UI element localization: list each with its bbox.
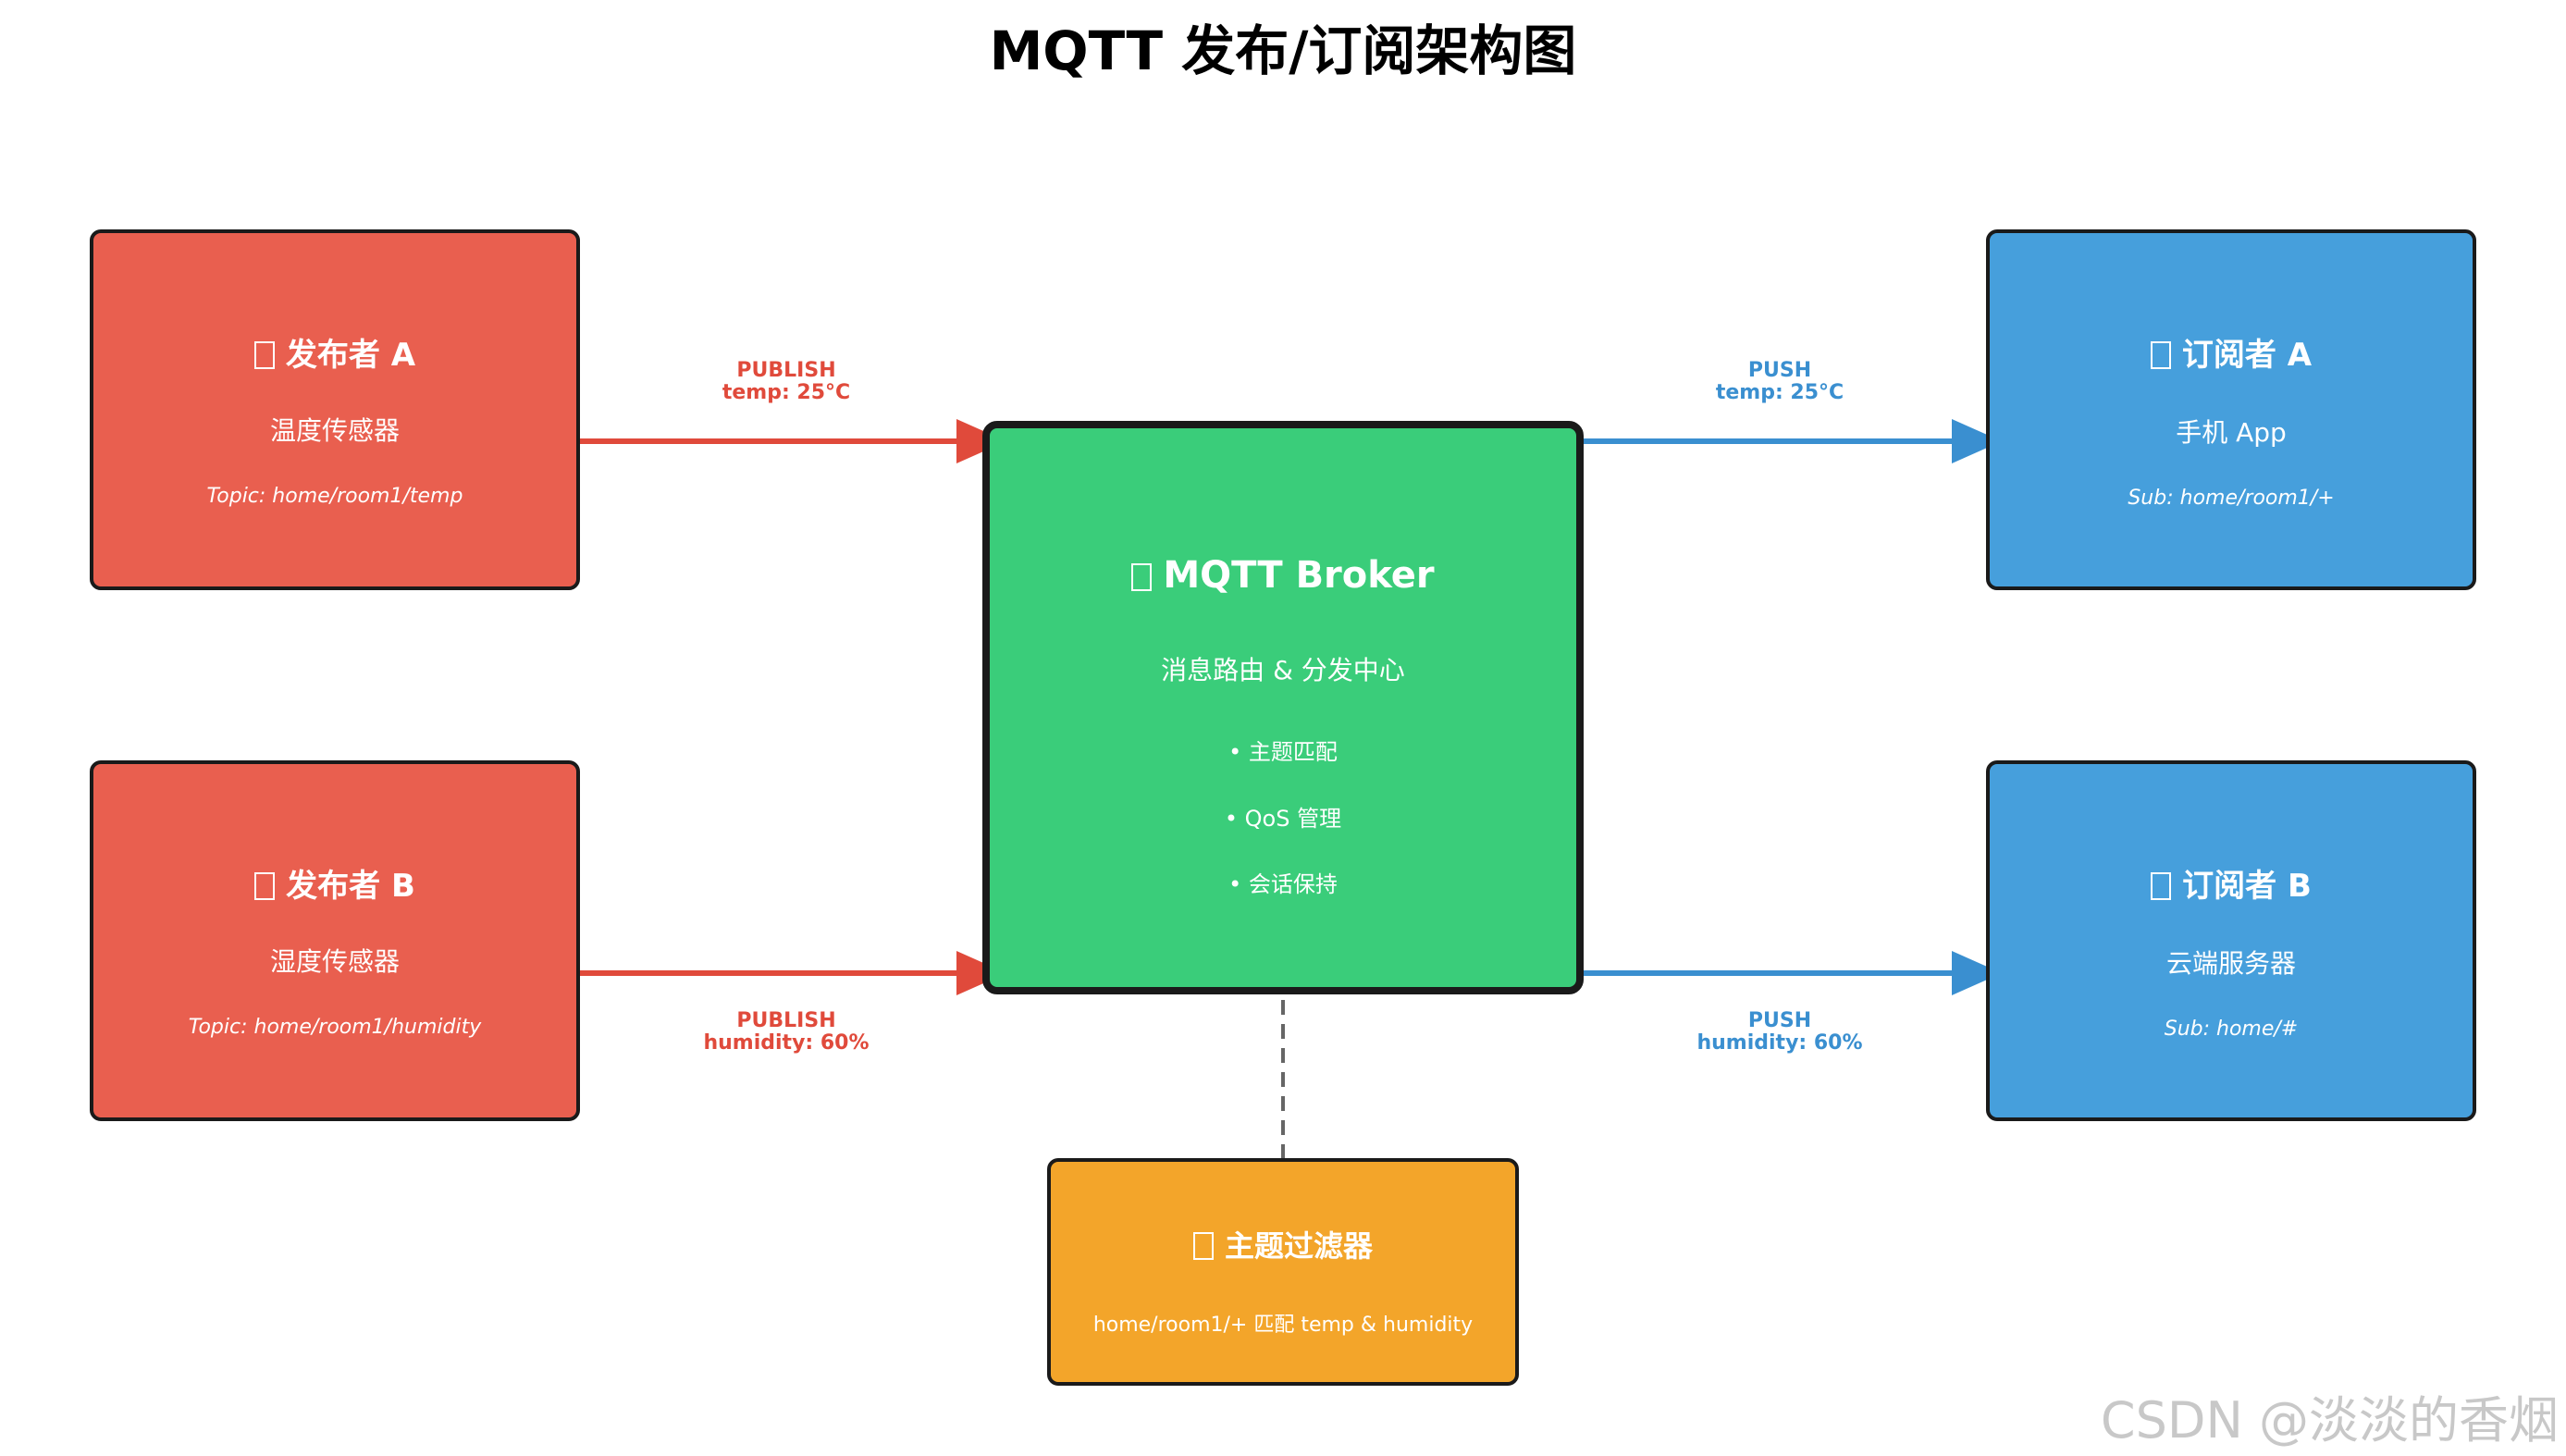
- subscriber-b-name: 订阅者 B: [2182, 868, 2312, 905]
- filter-rule: home/room1/+ 匹配 temp & humidity: [1092, 1314, 1474, 1337]
- edge-label-publish-a: PUBLISH temp: 25°C: [648, 360, 925, 404]
- subscriber-a-device: 手机 App: [2176, 417, 2287, 448]
- subscriber-b-device: 云端服务器: [2165, 948, 2296, 979]
- publisher-b-name: 发布者 B: [286, 868, 415, 905]
- edge-label-push-b: PUSH humidity: 60%: [1641, 1010, 1918, 1055]
- subscriber-b-icon: [2151, 872, 2172, 900]
- edge-label-push-b-action: PUSH: [1747, 1009, 1812, 1032]
- publisher-b-icon: [254, 872, 276, 900]
- broker-feature-topic-match: • 主题匹配: [1228, 739, 1338, 765]
- edge-label-publish-b: PUBLISH humidity: 60%: [648, 1010, 925, 1055]
- broker-name: MQTT Broker: [1163, 554, 1435, 597]
- subscriber-b-topic: Sub: home/#: [2164, 1018, 2299, 1041]
- publisher-b-device: 湿度传感器: [269, 946, 400, 977]
- edge-label-push-b-payload: humidity: 60%: [1696, 1031, 1863, 1055]
- edge-label-publish-b-payload: humidity: 60%: [703, 1031, 870, 1055]
- edge-label-publish-b-action: PUBLISH: [736, 1009, 836, 1032]
- publisher-a-node: 发布者 A 温度传感器 Topic: home/room1/temp: [90, 229, 580, 590]
- publisher-b-topic: Topic: home/room1/humidity: [188, 1016, 482, 1039]
- subscriber-a-name: 订阅者 A: [2181, 337, 2313, 374]
- publisher-a-topic: Topic: home/room1/temp: [206, 485, 463, 508]
- edge-label-push-a-action: PUSH: [1747, 359, 1812, 382]
- broker-feature-session: • 会话保持: [1228, 871, 1338, 897]
- edge-label-publish-a-payload: temp: 25°C: [722, 381, 851, 404]
- publisher-b-node: 发布者 B 湿度传感器 Topic: home/room1/humidity: [90, 760, 580, 1121]
- subscriber-b-node: 订阅者 B 云端服务器 Sub: home/#: [1986, 760, 2476, 1121]
- edge-label-publish-a-action: PUBLISH: [736, 359, 836, 382]
- edge-label-push-a: PUSH temp: 25°C: [1641, 360, 1918, 404]
- subscriber-a-icon: [2150, 341, 2171, 369]
- topic-filter-node: 主题过滤器 home/room1/+ 匹配 temp & humidity: [1047, 1158, 1519, 1386]
- broker-node: MQTT Broker 消息路由 & 分发中心 • 主题匹配 • QoS 管理 …: [982, 421, 1584, 994]
- subscriber-a-node: 订阅者 A 手机 App Sub: home/room1/+: [1986, 229, 2476, 590]
- publisher-a-name: 发布者 A: [285, 337, 416, 374]
- broker-subtitle: 消息路由 & 分发中心: [1161, 655, 1405, 685]
- filter-icon: [1192, 1232, 1214, 1260]
- broker-feature-qos: • QoS 管理: [1224, 806, 1342, 832]
- publisher-a-device: 温度传感器: [269, 415, 400, 446]
- diagram-title: MQTT 发布/订阅架构图: [989, 19, 1577, 82]
- subscriber-a-topic: Sub: home/room1/+: [2128, 487, 2335, 510]
- publisher-a-icon: [253, 341, 275, 369]
- broker-icon: [1131, 563, 1153, 591]
- edge-label-push-a-payload: temp: 25°C: [1715, 381, 1844, 404]
- filter-name: 主题过滤器: [1224, 1228, 1373, 1264]
- watermark: CSDN @淡淡的香烟: [2100, 1391, 2559, 1450]
